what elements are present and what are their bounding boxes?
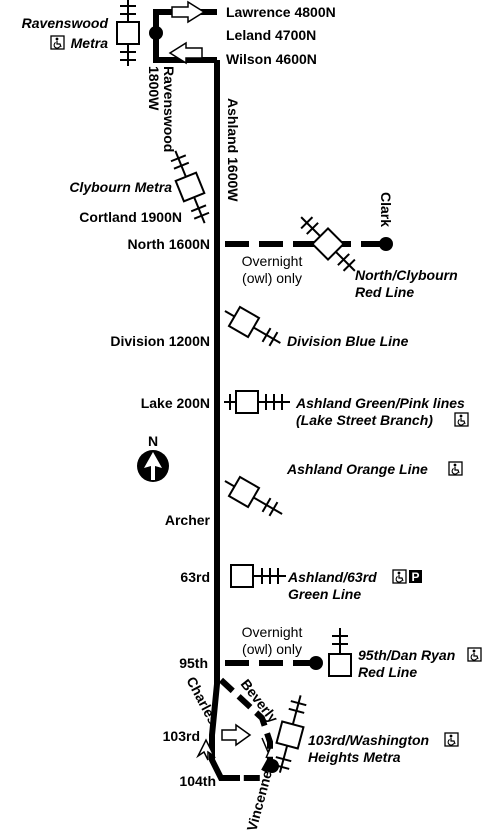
- station-ravenswood-metra-line2: Metra: [71, 35, 109, 51]
- owl-note-north-line2: (owl) only: [242, 270, 302, 286]
- street-leland: Leland 4700N: [226, 27, 316, 43]
- charles-branch-line: [209, 664, 240, 781]
- station-washington-heights-line2: Heights Metra: [308, 749, 401, 765]
- compass-label: N: [148, 433, 158, 449]
- street-lawrence: Lawrence 4800N: [226, 4, 336, 20]
- north-clybourn-symbol: [300, 216, 356, 272]
- north-compass: N: [137, 433, 169, 482]
- wheelchair-icon: [454, 412, 469, 427]
- station-ashland-63rd-line1: Ashland/63rd: [287, 569, 377, 585]
- station-washington-heights-line1: 103rd/Washington: [308, 732, 429, 748]
- street-vincennes: Vincennes: [243, 761, 277, 833]
- street-cortland: Cortland 1900N: [79, 209, 182, 225]
- street-archer: Archer: [165, 512, 211, 528]
- direction-arrows: [168, 0, 273, 761]
- wheelchair-icon: [448, 461, 463, 476]
- street-ashland: Ashland 1600W: [225, 98, 241, 202]
- street-lake: Lake 200N: [141, 395, 210, 411]
- street-103rd: 103rd: [163, 728, 200, 744]
- wheelchair-icon: [467, 647, 482, 662]
- street-north: North 1600N: [128, 236, 210, 252]
- station-north-clybourn-line2: Red Line: [355, 284, 414, 300]
- station-ashland-green-pink-line2: (Lake Street Branch): [296, 412, 433, 428]
- washington-heights-symbol: [273, 695, 307, 773]
- street-95th: 95th: [179, 655, 208, 671]
- station-ashland-63rd-line2: Green Line: [288, 586, 361, 602]
- station-ashland-green-pink-line1: Ashland Green/Pink lines: [295, 395, 465, 411]
- wheelchair-icon: [392, 569, 407, 584]
- station-labels: Ravenswood Metra Clybourn Metra North/Cl…: [22, 15, 482, 765]
- parking-letter: P: [412, 570, 420, 584]
- station-clybourn-metra: Clybourn Metra: [69, 179, 172, 195]
- clark-terminal-dot: [379, 237, 393, 251]
- street-ravenswood-address: 1800W: [146, 66, 162, 111]
- dan-ryan-symbol: [328, 628, 352, 677]
- dan-ryan-terminal-dot: [309, 656, 323, 670]
- ravenswood-terminal-dot: [149, 26, 163, 40]
- wheelchair-icon: [444, 732, 459, 747]
- station-division-blue: Division Blue Line: [287, 333, 409, 349]
- arrow-up-icon: [196, 738, 216, 761]
- station-north-clybourn-line1: North/Clybourn: [355, 267, 458, 283]
- owl-note-95th-line2: (owl) only: [242, 641, 302, 657]
- street-63rd: 63rd: [180, 569, 210, 585]
- arrow-right-icon: [171, 0, 206, 24]
- ashland-63rd-symbol: [230, 564, 286, 588]
- owl-notes: Overnight (owl) only Overnight (owl) onl…: [242, 253, 303, 657]
- street-clark: Clark: [378, 192, 394, 227]
- owl-note-95th-line1: Overnight: [242, 624, 303, 640]
- wheelchair-icon: [50, 35, 65, 50]
- station-ravenswood-metra-line1: Ravenswood: [22, 15, 109, 31]
- ashland-orange-symbol: [224, 475, 283, 517]
- station-dan-ryan-line2: Red Line: [358, 664, 417, 680]
- street-104th: 104th: [179, 773, 216, 789]
- vincennes-terminal-dot: [265, 759, 279, 773]
- street-ravenswood: Ravenswood: [161, 66, 177, 152]
- owl-note-north-line1: Overnight: [242, 253, 303, 269]
- street-division: Division 1200N: [110, 333, 210, 349]
- ravenswood-metra-symbol: [116, 0, 140, 66]
- arrow-left-icon: [168, 41, 203, 65]
- arrow-right-icon: [221, 723, 252, 747]
- division-blue-symbol: [224, 305, 281, 347]
- parking-icon: P: [409, 570, 422, 584]
- beverly-branch-line: [218, 677, 273, 781]
- clybourn-metra-symbol: [170, 150, 210, 224]
- street-wilson: Wilson 4600N: [226, 51, 317, 67]
- station-ashland-orange: Ashland Orange Line: [286, 461, 428, 477]
- lake-green-pink-symbol: [224, 390, 290, 414]
- station-dan-ryan-line1: 95th/Dan Ryan: [358, 647, 455, 663]
- north-arrow-icon: [144, 452, 162, 480]
- arrow-down-icon: [261, 737, 273, 759]
